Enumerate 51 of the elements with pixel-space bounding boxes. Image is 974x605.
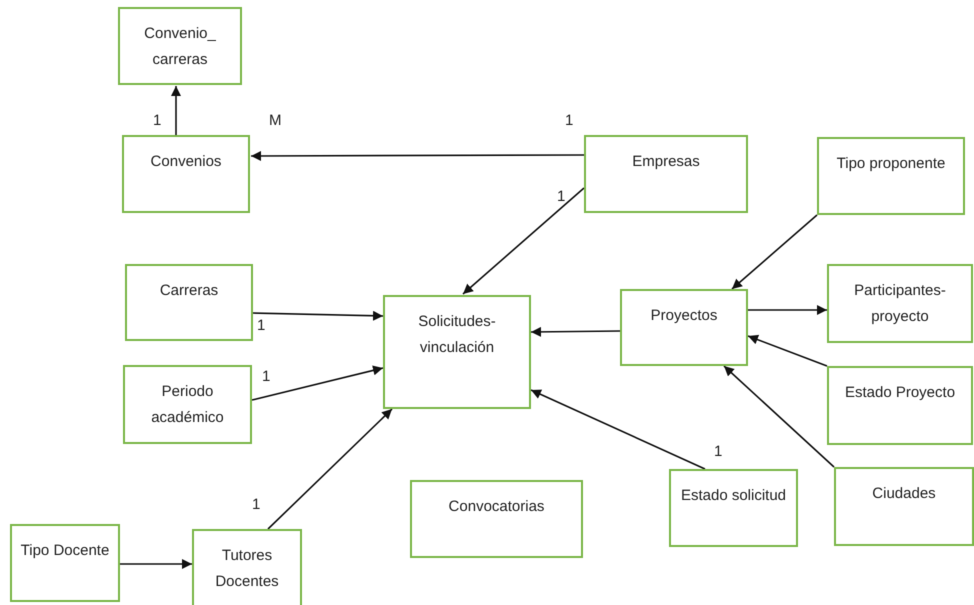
cardinality-label: 1 [257,317,266,335]
entity-box [383,295,531,409]
entity-name: Convocatorias [448,497,546,517]
entity-name: Tutores Docentes [214,546,280,592]
cardinality-label: 1 [262,368,270,386]
arrow [723,365,835,468]
entity-box [834,467,974,546]
entity-name: Participantes- proyecto [853,281,947,327]
entity-name: Proyectos [650,306,718,326]
entity-name: Tipo proponente [836,154,946,174]
entity-name: Solicitudes- vinculación [417,312,497,358]
arrow [120,559,192,569]
arrow [748,305,827,315]
entity-box [827,366,973,445]
entity-box [827,264,973,343]
arrow [731,214,818,290]
entity-box [620,289,748,366]
entity-box [192,529,302,605]
cardinality-label: 1 [714,443,722,461]
arrow [531,326,620,337]
arrow [462,187,585,295]
entity-box [410,480,583,558]
cardinality-label: 1 [252,496,260,514]
entity-box [118,7,242,85]
entity-name: Empresas [631,152,701,172]
entity-name: Convenio_ carreras [143,24,217,70]
entity-box [122,135,250,213]
entity-box [584,135,748,213]
arrow [252,366,384,401]
entity-name: Convenios [150,152,222,172]
entity-name: Periodo académico [150,382,225,428]
entity-box [669,469,798,547]
entity-name: Tipo Docente [20,541,110,561]
cardinality-label: 1 [557,188,566,206]
entity-name: Estado solicitud [680,486,788,506]
entity-name: Carreras [158,281,220,301]
entity-name: Ciudades [871,484,937,504]
entity-box [817,137,965,215]
entity-box [123,365,252,444]
arrow [530,389,706,470]
arrow [267,408,393,530]
entity-name: Estado Proyecto [844,383,956,403]
arrow [251,150,584,161]
cardinality-label: M [269,112,282,130]
arrow [252,310,384,321]
cardinality-label: 1 [565,112,574,130]
entity-box [10,524,120,602]
arrow [171,86,181,135]
arrow [748,334,828,367]
cardinality-label: 1 [153,112,162,130]
entity-box [125,264,253,341]
